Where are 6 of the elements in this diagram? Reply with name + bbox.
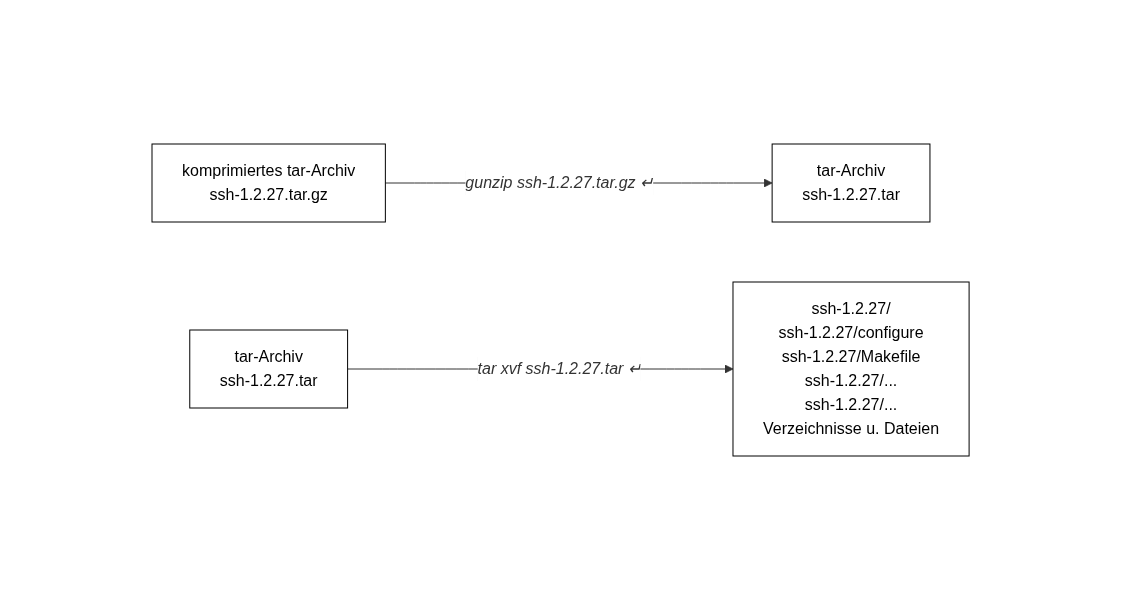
node-box: ssh-1.2.27/ ssh-1.2.27/configure ssh-1.2.27/Makefile ssh-1.2.27/... ssh-1.2.27/... Verzeichnisse u. Dateien <box>732 281 970 456</box>
edge-label: tar xvf ssh-1.2.27.tar ↵ <box>477 359 641 377</box>
node-box: tar-Archiv ssh-1.2.27.tar <box>771 143 931 222</box>
node-box: tar-Archiv ssh-1.2.27.tar <box>189 329 349 408</box>
edge-label: gunzip ssh-1.2.27.tar.gz ↵ <box>465 173 653 191</box>
node-box: komprimiertes tar-Archiv ssh-1.2.27.tar.gz <box>151 143 386 222</box>
